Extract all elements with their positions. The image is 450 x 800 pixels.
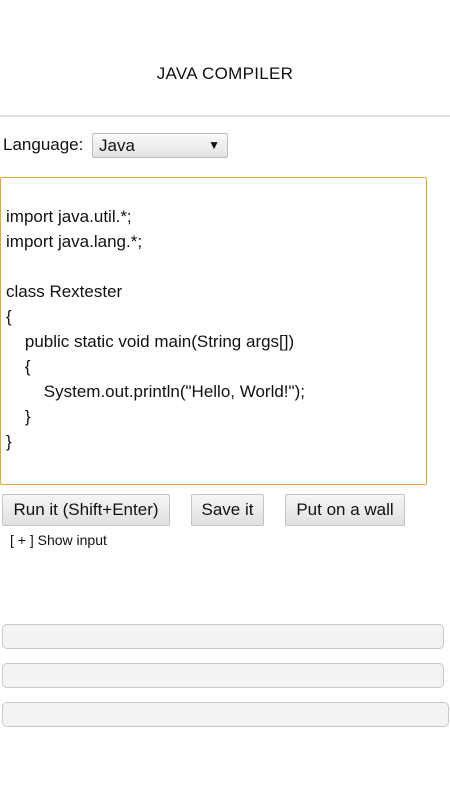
dropdown-arrow-icon: ▼ xyxy=(208,138,220,152)
code-line: class Rextester xyxy=(6,282,123,301)
app-header: JAVA COMPILER xyxy=(0,0,450,117)
code-line: { xyxy=(6,307,12,326)
page-title: JAVA COMPILER xyxy=(156,64,294,83)
code-line: } xyxy=(6,432,12,451)
language-select[interactable]: Java ▼ xyxy=(92,133,228,158)
language-selected-value: Java xyxy=(99,136,135,155)
code-line: System.out.println("Hello, World!"); xyxy=(6,382,305,401)
code-line: import java.lang.*; xyxy=(6,232,143,251)
code-line: { xyxy=(6,357,31,376)
show-input-toggle[interactable]: [ + ] Show input xyxy=(10,532,107,548)
put-on-wall-button[interactable]: Put on a wall xyxy=(285,494,405,526)
run-button[interactable]: Run it (Shift+Enter) xyxy=(2,494,170,526)
output-box xyxy=(2,663,444,688)
code-line: } xyxy=(6,407,31,426)
code-line: import java.util.*; xyxy=(6,207,132,226)
code-editor[interactable]: import java.util.*; import java.lang.*; … xyxy=(0,177,427,485)
output-box xyxy=(2,702,449,727)
code-line: public static void main(String args[]) xyxy=(6,332,295,351)
output-box xyxy=(2,624,444,649)
save-button[interactable]: Save it xyxy=(191,494,264,526)
language-label: Language: xyxy=(3,135,84,154)
